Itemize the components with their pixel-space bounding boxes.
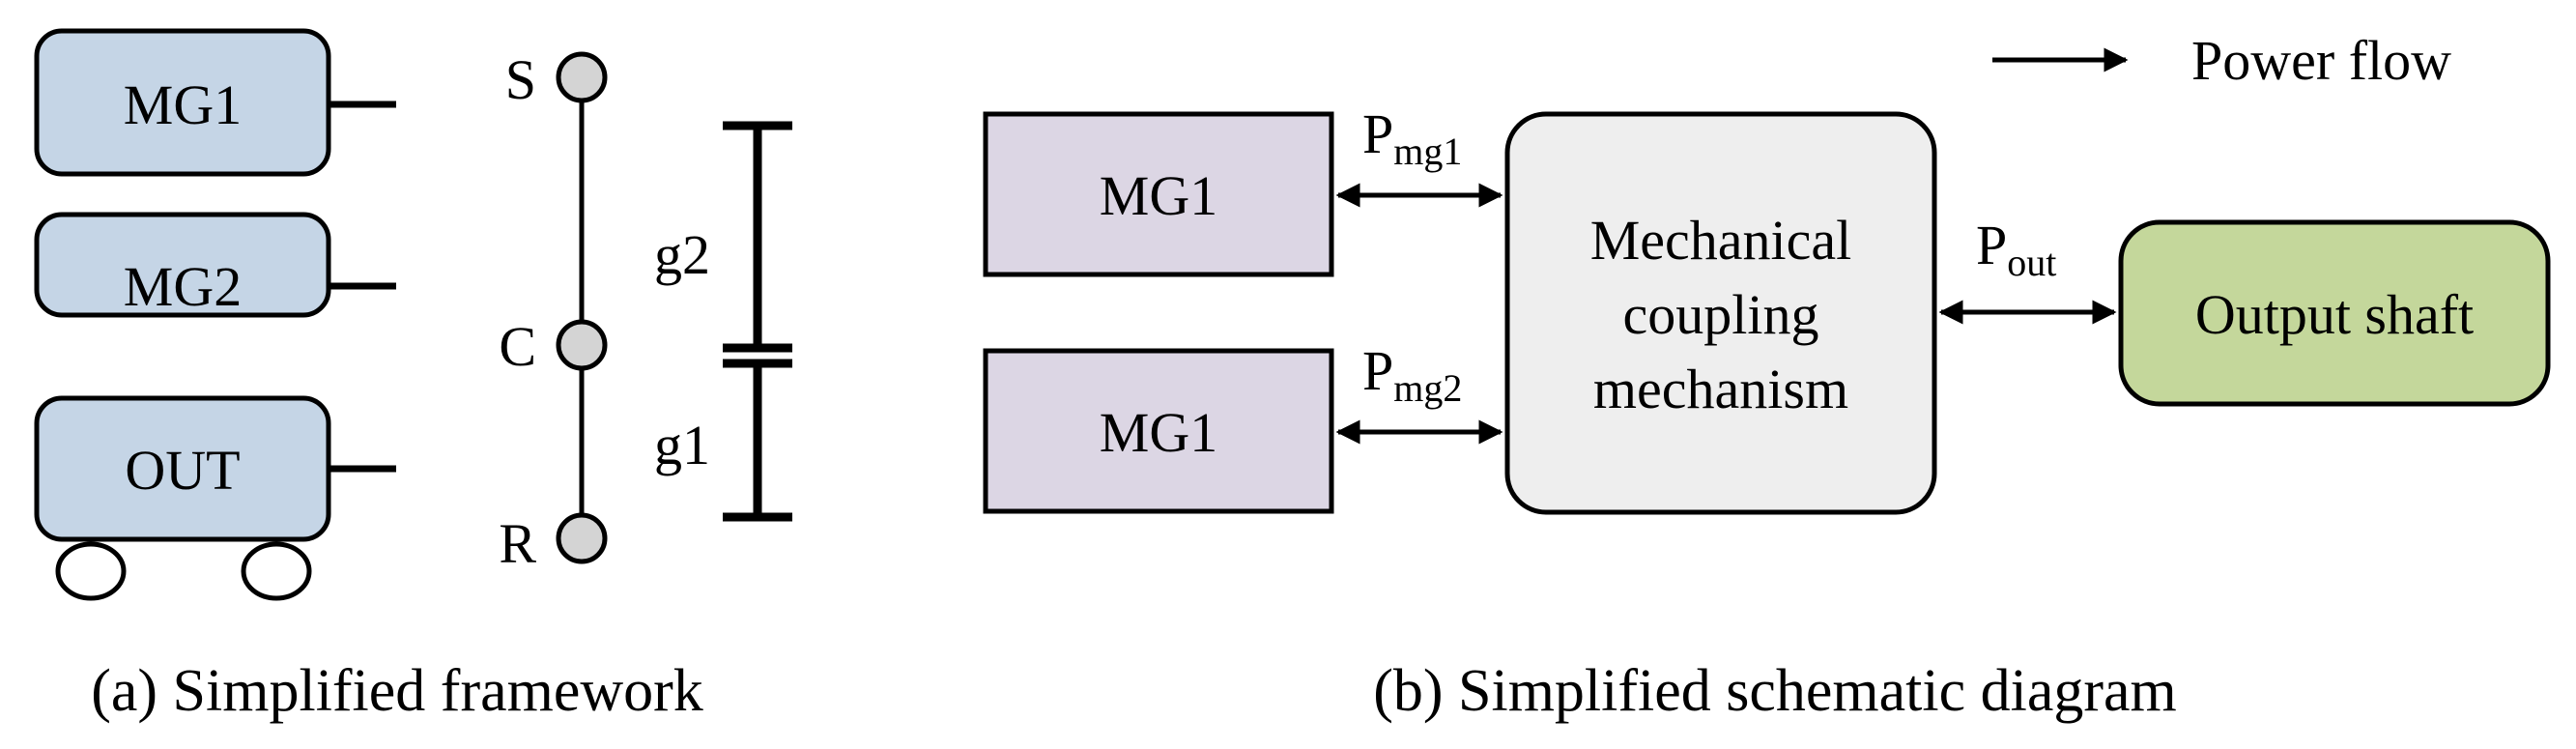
node-s-label: S <box>505 48 536 111</box>
lever: S C R <box>499 48 608 575</box>
coupling-block: Mechanical coupling mechanism <box>1504 111 1937 515</box>
framework-block-out: OUT <box>34 395 396 601</box>
output-shaft-label: Output shaft <box>2195 283 2474 346</box>
arrow-out: Pout <box>1938 214 2117 325</box>
output-shaft-block: Output shaft <box>2118 219 2551 407</box>
framework-block-mg2: MG2 <box>34 212 396 318</box>
wheel-left <box>55 541 127 601</box>
motor-block-2-label: MG1 <box>1100 401 1217 464</box>
framework-block-mg2-label: MG2 <box>124 255 242 318</box>
gear-ratio-bars: g2 g1 <box>654 121 792 522</box>
node-s <box>556 51 608 103</box>
coupling-line-2: coupling <box>1623 283 1819 346</box>
schematic-panel: Power flow MG1 MG1 Mechanical coupling m… <box>983 29 2551 724</box>
legend-power-flow: Power flow <box>1992 29 2451 92</box>
motor-block-1-label: MG1 <box>1100 164 1217 227</box>
power-out-label: Pout <box>1976 214 2056 284</box>
power-mg2-label: Pmg2 <box>1362 339 1462 410</box>
node-r-label: R <box>499 512 536 575</box>
framework-panel: MG1 MG2 OUT S C R <box>34 28 792 724</box>
node-r <box>556 512 608 564</box>
arrow-mg1: Pmg1 <box>1335 102 1503 208</box>
power-mg1-label: Pmg1 <box>1362 102 1462 173</box>
framework-block-mg1-label: MG1 <box>124 73 242 136</box>
framework-block-mg1: MG1 <box>34 28 396 177</box>
framework-block-out-label: OUT <box>125 439 240 502</box>
node-c <box>556 319 608 371</box>
wheel-right <box>241 541 312 601</box>
framework-caption: (a) Simplified framework <box>91 658 703 724</box>
coupling-line-1: Mechanical <box>1590 209 1852 272</box>
arrow-mg2: Pmg2 <box>1335 339 1503 445</box>
gear-g1-label: g1 <box>654 414 710 476</box>
coupling-line-3: mechanism <box>1593 358 1848 420</box>
legend-label: Power flow <box>2191 29 2451 92</box>
node-c-label: C <box>499 315 536 378</box>
gear-g2-label: g2 <box>654 223 710 286</box>
schematic-caption: (b) Simplified schematic diagram <box>1373 658 2177 724</box>
motor-block-2: MG1 <box>983 348 1334 514</box>
motor-block-1: MG1 <box>983 111 1334 277</box>
